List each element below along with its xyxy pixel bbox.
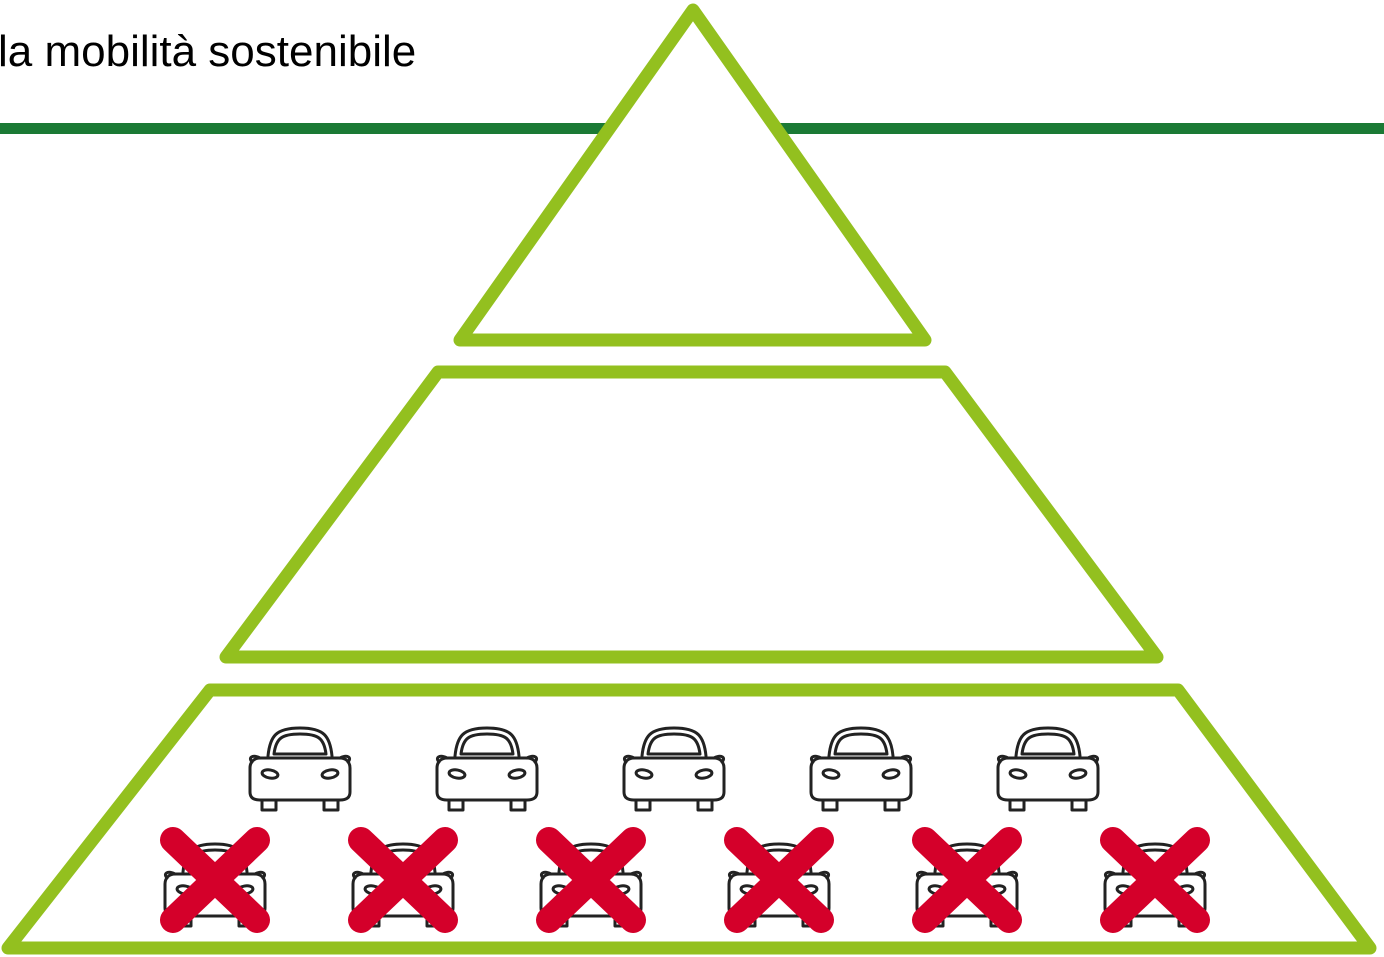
pyramid-top-tier (453, 3, 932, 347)
pyramid-middle-tier (219, 365, 1164, 664)
slide-title: la mobilità sostenibile (0, 27, 417, 76)
